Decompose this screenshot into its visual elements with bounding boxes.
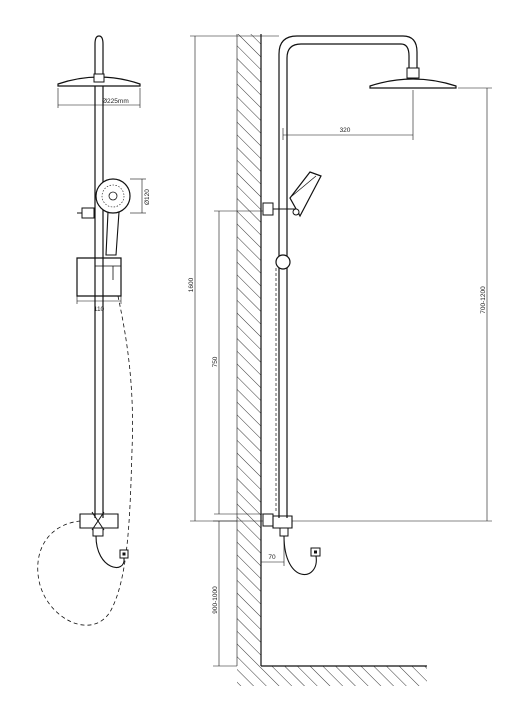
side-slider-ball [275,254,291,270]
side-supply-hose [283,535,317,576]
front-hand-shower-face [95,178,131,214]
mixer-height-range-label: 900-1000 [212,586,219,614]
side-riser-inner [286,43,410,518]
front-mixer-body [79,513,119,529]
bracket-projection-label: 110 [94,306,105,313]
side-hand-shower-face [291,175,317,197]
head-diameter-label: Ø225mm [102,98,129,105]
wall-offset-label: 70 [268,554,276,561]
front-riser-top-bend [94,35,104,75]
front-head-connector [93,73,105,83]
slide-bar-length-label: 750 [212,356,219,367]
side-holder-knob [292,208,300,216]
front-supply-hose [95,535,125,568]
front-hand-shower-handle [105,211,120,256]
front-view: Ø225mm Ø120 110 [37,35,151,626]
front-rain-head [57,76,141,87]
side-supply-valve-core [314,550,317,554]
front-hand-shower-core [108,191,118,201]
front-slider-bracket [76,257,122,297]
side-head-connector [406,67,420,79]
side-riser-outer [278,35,418,518]
front-hand-shower-inner [101,184,125,208]
front-mixer-cross [91,511,105,531]
arm-reach-label: 320 [340,127,351,134]
front-supply-valve-core [122,552,126,556]
side-view: 320 1600 750 700-1200 [188,34,492,686]
side-mixer-outlet [279,527,289,537]
front-upper-holder [81,207,95,219]
wall-hatch [237,34,261,666]
head-height-range-label: 700-1200 [480,286,487,314]
hand-shower-diameter-label: Ø120 [144,189,151,205]
side-mixer-body [272,515,293,529]
total-height-label: 1600 [188,277,195,292]
front-dashed-hose [37,295,133,626]
floor-hatch [237,666,427,686]
front-mixer-outlet [92,527,104,537]
side-mixer-mount [262,513,274,527]
side-rain-head [369,78,457,89]
side-upper-holder [262,202,274,216]
